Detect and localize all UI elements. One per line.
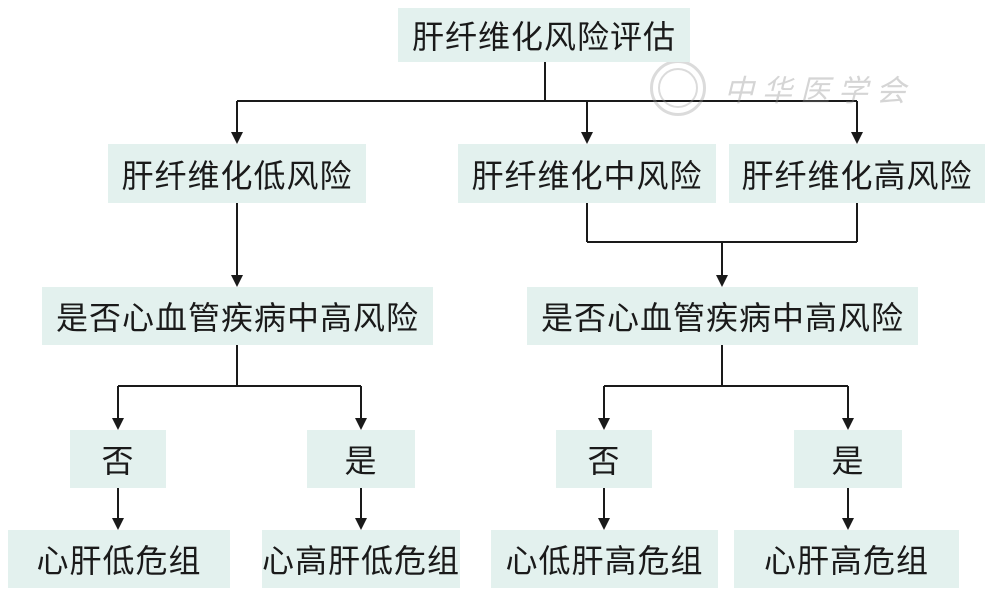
right-no-node: 否 bbox=[556, 430, 652, 488]
outcome-left-no: 心肝低危组 bbox=[8, 530, 230, 588]
low-risk-node: 肝纤维化低风险 bbox=[108, 144, 366, 203]
outcome-right-no: 心低肝高危组 bbox=[491, 530, 718, 588]
watermark-text: 中华医学会 bbox=[724, 74, 914, 109]
outcome-right-yes: 心肝高危组 bbox=[734, 530, 959, 588]
right-question-node: 是否心血管疾病中高风险 bbox=[527, 287, 918, 345]
left-yes-node: 是 bbox=[307, 430, 415, 488]
right-yes-node: 是 bbox=[794, 430, 902, 488]
seal-icon bbox=[650, 60, 706, 116]
left-question-node: 是否心血管疾病中高风险 bbox=[42, 287, 433, 345]
watermark: 中华医学会 bbox=[650, 60, 914, 116]
medium-risk-node: 肝纤维化中风险 bbox=[458, 144, 716, 203]
outcome-left-yes: 心高肝低危组 bbox=[262, 530, 460, 588]
left-no-node: 否 bbox=[70, 430, 166, 488]
root-node: 肝纤维化风险评估 bbox=[398, 8, 690, 62]
high-risk-node: 肝纤维化高风险 bbox=[729, 144, 985, 203]
